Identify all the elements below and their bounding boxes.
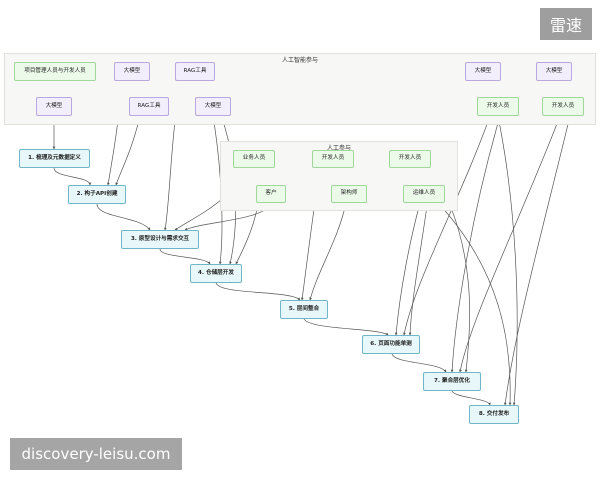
edge-s2-s3: [96, 203, 151, 231]
ai-cluster-label: 人工智能参与: [281, 57, 319, 64]
node-ops: 运维人员: [403, 185, 445, 203]
step-5: 5. 层间整合: [280, 300, 328, 319]
edge-devright2-s7: [459, 115, 561, 373]
edge-devright1-s7: [450, 115, 501, 373]
edge-s1-s2: [53, 167, 92, 186]
node-rag-mid: RAG工具: [129, 97, 169, 116]
node-llm-mid1: 大模型: [36, 97, 72, 116]
edge-s3-s4: [159, 248, 211, 265]
edge-ops-s8: [437, 202, 512, 406]
edge-llmtop2-s8: [489, 80, 518, 406]
step-7: 7. 聚合层优化: [423, 372, 481, 391]
node-dev-h2: 开发人员: [389, 150, 431, 168]
edge-s5-s6: [303, 318, 389, 336]
human-cluster-label: 人工参与: [326, 145, 352, 152]
edge-ops-s6: [394, 202, 421, 336]
node-customer: 客户: [256, 185, 286, 203]
edge-s7-s8: [451, 390, 491, 406]
step-1: 1. 梳理及元数据定义: [19, 149, 90, 168]
node-llm-top1: 大模型: [114, 62, 150, 81]
watermark-top: 雷速: [540, 8, 592, 40]
step-2: 2. 构子API创建: [68, 185, 126, 204]
edge-architect-s5: [309, 202, 347, 301]
edge-s6-s7: [391, 353, 447, 373]
node-architect: 架构师: [331, 185, 367, 203]
edge-devright2-s8: [503, 115, 571, 406]
node-dev-h1: 开发人员: [312, 150, 354, 168]
step-4: 4. 仓储层开发: [190, 264, 242, 283]
node-rag-top1: RAG工具: [175, 62, 215, 81]
step-8: 8. 交付发布: [469, 405, 519, 424]
node-dev-right1: 开发人员: [477, 97, 519, 116]
node-biz: 业务人员: [233, 150, 275, 168]
edge-ragmid-s2: [115, 115, 141, 186]
node-llm-mid2: 大模型: [195, 97, 231, 116]
edge-devright1-s6: [403, 115, 491, 336]
watermark-bottom: discovery-leisu.com: [10, 438, 182, 470]
edge-s4-s5: [215, 282, 301, 301]
node-llm-top2: 大模型: [465, 62, 501, 81]
node-dev-right2: 开发人员: [542, 97, 584, 116]
step-3: 3. 原型设计与需求交互: [121, 230, 199, 249]
node-llm-top3: 大模型: [536, 62, 572, 81]
step-6: 6. 页面功能单测: [362, 335, 420, 354]
node-pm-dev: 项目管理人员与开发人员: [14, 62, 96, 81]
